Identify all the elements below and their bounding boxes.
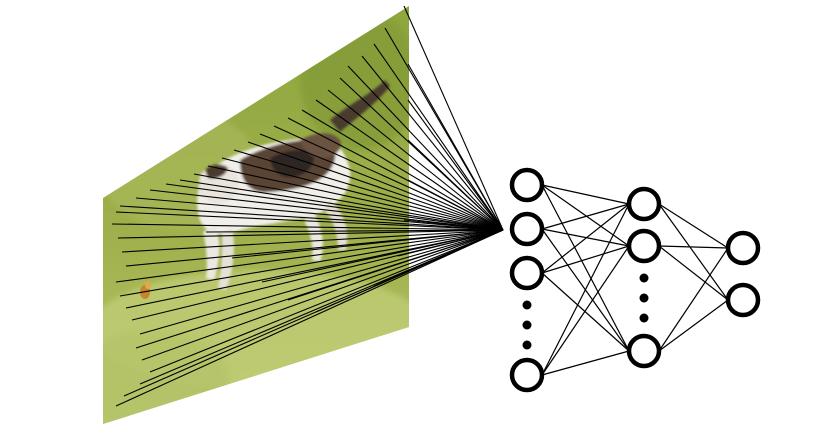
pixel-line [347, 65, 504, 231]
layer-connection [541, 203, 630, 376]
output-layer [725, 230, 761, 318]
layer-connection [541, 228, 630, 247]
hidden-layer [626, 186, 662, 369]
pixel-line [315, 99, 504, 231]
output-node-1 [725, 230, 761, 266]
layer-connection [541, 184, 630, 352]
pixel-line [407, 63, 504, 231]
pixel-line [233, 149, 504, 231]
layer-connection [658, 203, 729, 249]
pixel-line [273, 125, 504, 231]
pixel-line [207, 165, 504, 231]
layer-connection [541, 350, 630, 376]
pixel-line [121, 229, 504, 253]
pixel-line [403, 5, 504, 231]
hidden-node-1 [626, 186, 662, 222]
hidden-ellipsis [639, 273, 649, 323]
input-node-4 [509, 357, 545, 393]
pixel-line [261, 229, 504, 283]
pixel-line [205, 229, 504, 233]
layer-connection [541, 184, 630, 247]
input-ellipsis [522, 300, 532, 350]
layer-connection [541, 245, 630, 376]
pixel-line [407, 139, 504, 231]
pixel-line [231, 229, 504, 259]
layer-connection [541, 184, 630, 205]
pixel-line [373, 43, 504, 231]
pixel-line [301, 109, 504, 231]
pixel-line [247, 141, 504, 231]
pixel-line [139, 229, 504, 335]
pixel-line [149, 189, 504, 231]
pixel-line [403, 219, 504, 231]
layer-connection [658, 245, 729, 249]
pixel-line [193, 173, 504, 231]
output-node-2 [725, 282, 761, 318]
pixel-line [287, 229, 504, 301]
pixel-line [117, 229, 504, 239]
input-node-1 [509, 167, 545, 203]
pixel-line [141, 229, 504, 361]
pixel-line [327, 89, 504, 231]
layer-connection-lines [541, 184, 729, 376]
input-node-3 [509, 255, 545, 291]
layer-connection [541, 245, 630, 274]
layer-connection [658, 245, 729, 301]
layer-connection [658, 203, 729, 301]
layer-connection [658, 299, 729, 352]
pixel-line [407, 99, 504, 231]
layer-connection [541, 203, 630, 230]
pixel-line [407, 179, 504, 231]
pixel-line [259, 133, 504, 231]
layer-connection [541, 272, 630, 352]
layer-connection [658, 247, 729, 352]
layer-connection [541, 203, 630, 274]
pixel-line [221, 157, 504, 231]
pixel-connection-lines [111, 5, 504, 407]
input-node-2 [509, 211, 545, 247]
input-image [103, 6, 409, 424]
pixel-line [179, 179, 504, 231]
pixel-line [115, 229, 504, 283]
pixel-line [397, 229, 504, 257]
pixel-line [115, 211, 504, 231]
pixel-line [373, 229, 504, 287]
pixel-line [119, 205, 504, 231]
pixel-line [119, 229, 504, 297]
pixel-line [115, 229, 504, 407]
pixel-line [361, 55, 504, 231]
pixel-line [135, 197, 504, 231]
pixel-line [149, 229, 504, 373]
input-layer [509, 167, 545, 393]
hidden-node-3 [626, 333, 662, 369]
pixel-line [165, 183, 504, 231]
pixel-line [111, 223, 504, 231]
hidden-node-2 [626, 228, 662, 264]
